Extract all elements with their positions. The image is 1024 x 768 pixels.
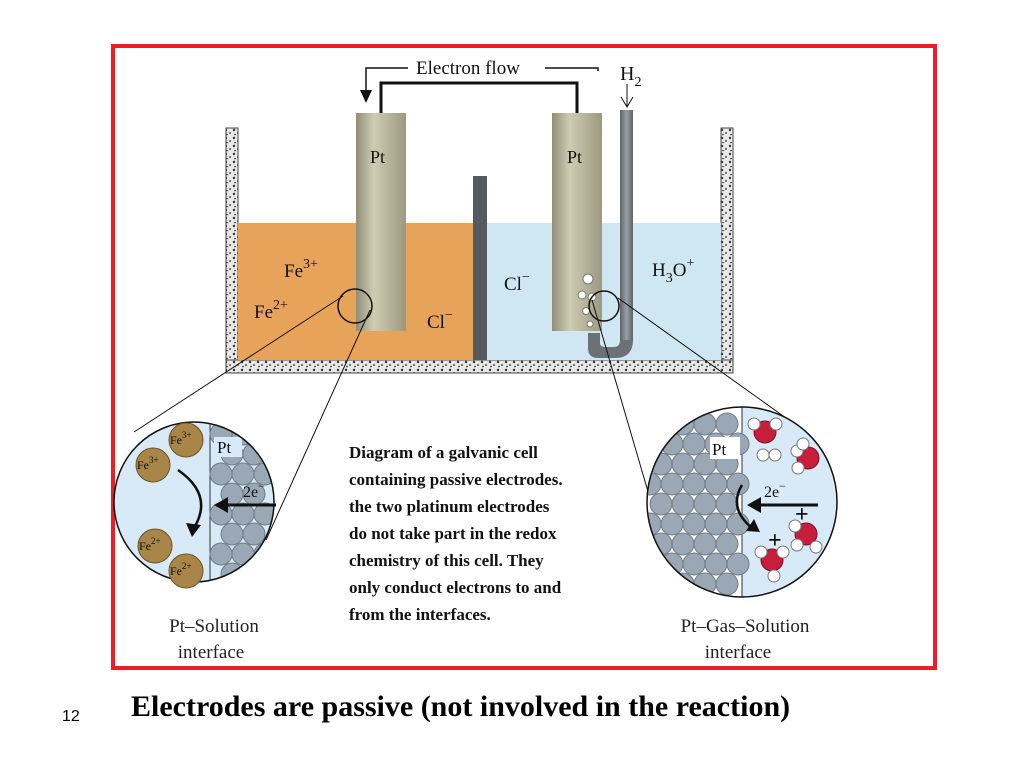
divider-wall <box>473 176 487 360</box>
left-electron-arrow <box>214 497 276 513</box>
diagram-description: Diagram of a galvanic cell containing pa… <box>349 443 563 624</box>
svg-text:Fe2+: Fe2+ <box>139 536 161 553</box>
left-zoom-pt-label: Pt <box>217 438 231 457</box>
h2-label: H2 <box>620 63 641 90</box>
right-plus-sign-1: + <box>795 502 809 528</box>
left-solution <box>238 223 473 360</box>
cl-right-label: Cl− <box>504 270 530 295</box>
description-line: containing passive electrodes. <box>349 470 563 489</box>
electron-flow-label: Electron flow <box>416 58 520 79</box>
right-electron-arrow <box>747 497 818 513</box>
right-reduction-arrow <box>735 484 760 532</box>
gas-bubbles <box>577 273 597 328</box>
h2-molecule-1 <box>756 448 782 462</box>
right-zoom-pt-label: Pt <box>712 440 726 459</box>
right-plus-sign-2: + <box>768 528 782 554</box>
right-zoom-caption-line2: interface <box>705 642 771 663</box>
left-fe2-ion-1: Fe2+ <box>137 528 173 564</box>
svg-text:Fe3+: Fe3+ <box>137 455 159 472</box>
left-zoom-caption-line2: interface <box>178 642 244 663</box>
left-pt-electrode <box>356 113 406 331</box>
right-electrode-label: Pt <box>567 147 582 167</box>
cl-left-label: Cl− <box>427 308 453 333</box>
right-electron-label: 2e− <box>764 479 786 501</box>
slide-number: 12 <box>62 708 80 725</box>
slide-caption: Electrodes are passive (not involved in … <box>131 690 791 723</box>
svg-text:Fe2+: Fe2+ <box>170 561 192 578</box>
description-line: the two platinum electrodes <box>349 497 550 516</box>
svg-text:Fe3+: Fe3+ <box>170 430 192 447</box>
external-wire <box>379 81 579 113</box>
left-reduction-arrow <box>177 468 203 537</box>
h3o-label: H3O+ <box>652 256 694 286</box>
left-fe3-ion-2: Fe3+ <box>135 447 171 483</box>
cell-container <box>225 127 734 374</box>
left-electron-label: 2e− <box>243 479 265 501</box>
left-zoom-caption-line1: Pt–Solution <box>169 616 259 637</box>
right-magnifier-spot <box>588 290 620 322</box>
left-fe3-ion-1: Fe3+ <box>168 422 204 458</box>
electron-flow-arrow <box>360 67 599 103</box>
right-zoom-caption-line1: Pt–Gas–Solution <box>681 616 810 637</box>
description-line: only conduct electrons to and <box>349 578 562 597</box>
hydronium-molecule-1 <box>747 417 783 444</box>
description-line: do not take part in the redox <box>349 524 557 543</box>
fe3-label: Fe3+ <box>284 257 318 282</box>
h2-arrow <box>620 84 634 108</box>
hydronium-molecule-3 <box>788 519 823 554</box>
h2-gas-tube <box>588 110 633 358</box>
fe2-label: Fe2+ <box>254 298 288 323</box>
left-fe2-ion-2: Fe2+ <box>168 553 204 589</box>
description-line: chemistry of this cell. They <box>349 551 544 570</box>
description-line: Diagram of a galvanic cell <box>349 443 538 462</box>
left-magnifier-spot <box>337 288 373 324</box>
right-zoom-circle <box>646 406 838 598</box>
hydronium-molecule-2 <box>790 437 820 475</box>
left-electrode-label: Pt <box>370 147 385 167</box>
hydronium-molecule-4 <box>754 545 790 583</box>
description-line: from the interfaces. <box>349 605 491 624</box>
